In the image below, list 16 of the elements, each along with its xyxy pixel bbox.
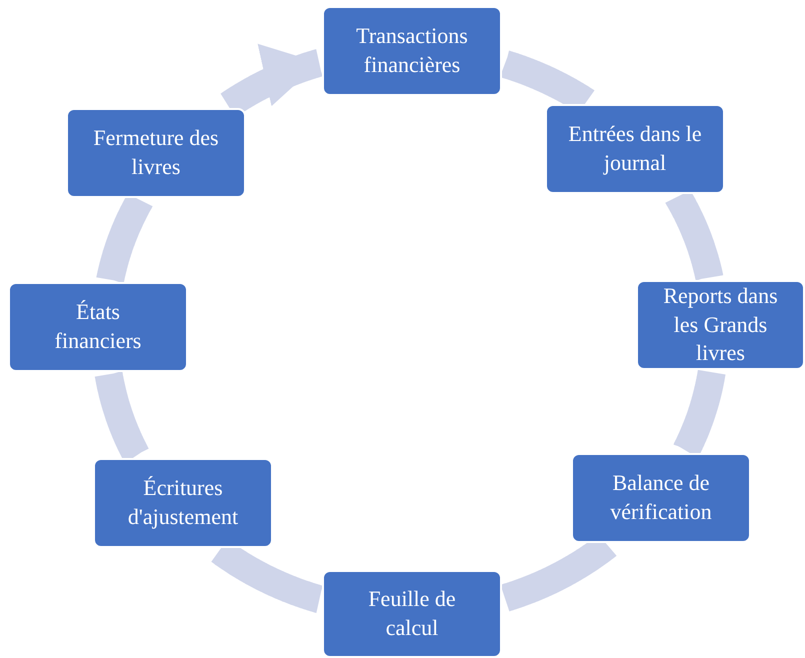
step-box: [93, 458, 273, 548]
step-box: [322, 570, 502, 658]
step-label: Entrées dans le journal: [567, 120, 703, 177]
step-label: Fermeture des livres: [92, 124, 220, 181]
step-label: Écritures d'ajustement: [126, 474, 240, 531]
step-box: [545, 104, 725, 194]
step-box: [66, 108, 246, 198]
step-label: Reports dans les Grands livres: [662, 282, 779, 368]
step-label: Transactions financières: [355, 22, 469, 79]
step-label: États financiers: [54, 298, 142, 355]
step-label: Feuille de calcul: [367, 585, 457, 642]
step-box: [322, 6, 502, 96]
step-box: [636, 280, 805, 370]
step-box: [571, 453, 751, 543]
step-box: [8, 282, 188, 372]
step-label: Balance de vérification: [609, 469, 713, 526]
